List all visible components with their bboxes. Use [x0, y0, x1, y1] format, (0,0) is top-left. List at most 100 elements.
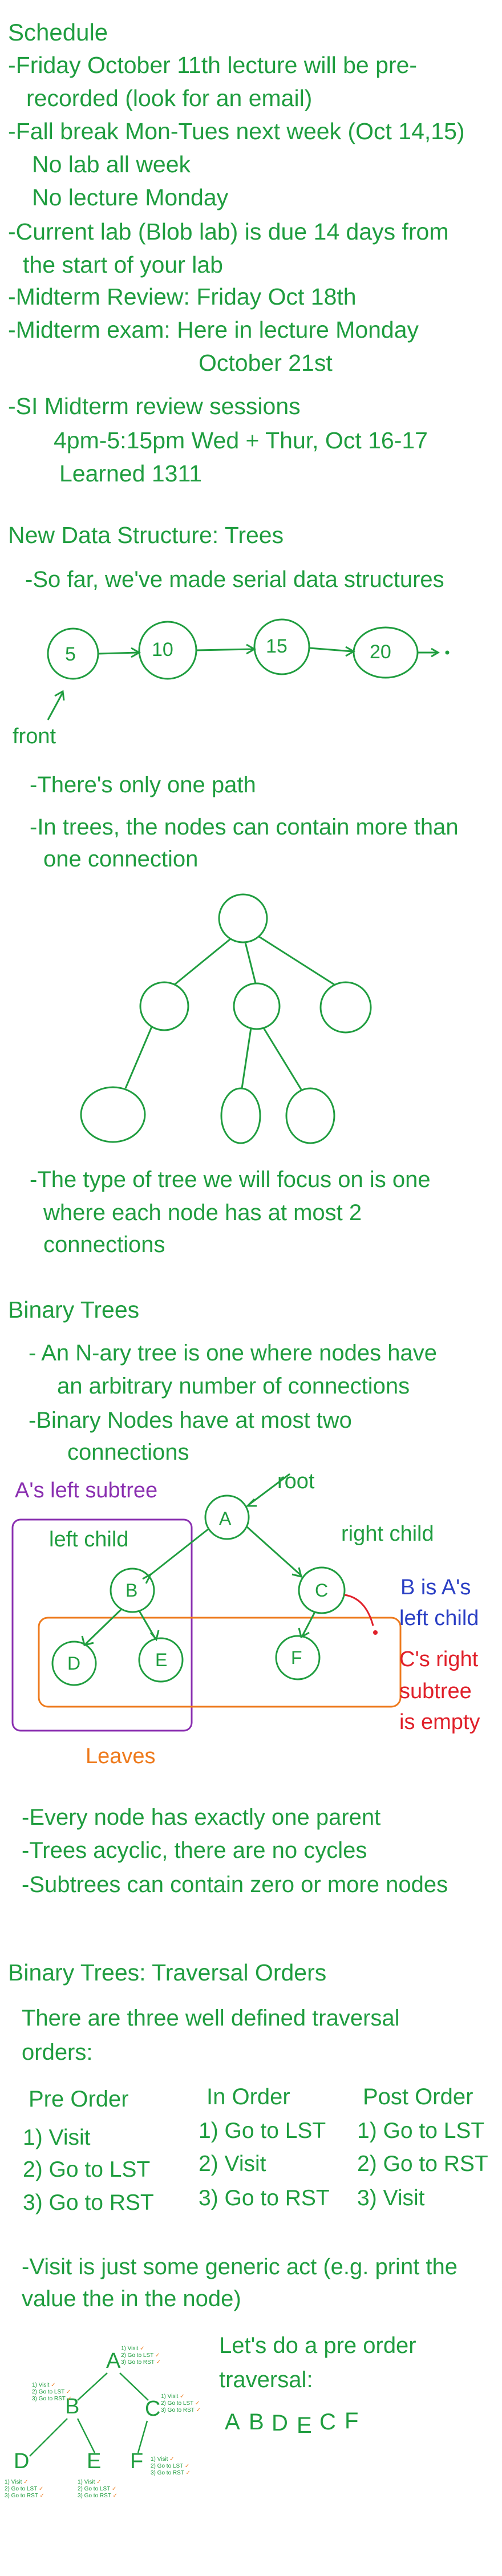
right-child-label: right child: [341, 1522, 434, 1546]
schedule-line: the start of your lab: [23, 252, 223, 278]
mini-node-a: A: [106, 2349, 121, 2373]
column-title: Post Order: [363, 2084, 473, 2109]
c-note: is empty: [399, 1710, 480, 1734]
column-title: Pre Order: [29, 2087, 129, 2112]
schedule-line: No lab all week: [32, 151, 191, 177]
b-note: B is A's: [400, 1575, 471, 1599]
node-c-circle: [298, 1566, 346, 1614]
lets-do-note: traversal:: [219, 2367, 313, 2392]
schedule-line: -SI Midterm review sessions: [8, 393, 301, 419]
schedule-line: No lecture Monday: [32, 184, 229, 210]
binary-bullet: -Binary Nodes have at most two: [29, 1408, 352, 1433]
mini-node-b: B: [65, 2395, 80, 2419]
node-a-label: A: [219, 1508, 232, 1529]
mini-node-d: D: [14, 2449, 30, 2473]
schedule-line: -Fall break Mon-Tues next week (Oct 14,1…: [8, 118, 465, 144]
mini-steps-e: 1) Visit ✓ 2) Go to LST ✓ 3) Go to RST ✓: [78, 2479, 118, 2499]
result-letter: D: [272, 2411, 288, 2436]
front-label: front: [13, 724, 56, 748]
serial-note: -So far, we've made serial data structur…: [25, 567, 444, 592]
column-step: 3) Go to RST: [199, 2186, 330, 2210]
null-dot: [445, 650, 450, 655]
schedule-line: -Friday October 11th lecture will be pre…: [8, 52, 418, 78]
binary-tree-diagram: [11, 1473, 402, 1732]
result-letter: A: [225, 2409, 240, 2435]
list-node-label: 5: [65, 643, 76, 665]
schedule-line: -Midterm exam: Here in lecture Monday: [8, 317, 419, 343]
list-node-label: 20: [370, 641, 391, 663]
left-child-label: left child: [49, 1528, 129, 1552]
tree-fact: -Every node has exactly one parent: [22, 1805, 381, 1830]
column-title: In Order: [207, 2084, 290, 2109]
mini-steps-a: 1) Visit ✓ 2) Go to LST ✓ 3) Go to RST ✓: [121, 2346, 161, 2366]
node-a-circle: [204, 1494, 250, 1540]
schedule-line: 4pm-5:15pm Wed + Thur, Oct 16-17: [54, 427, 428, 453]
node-e-circle: [138, 1637, 184, 1683]
front-arrow: [47, 692, 64, 720]
traversal-intro: orders:: [22, 2040, 93, 2065]
focus-note: where each node has at most 2: [43, 1200, 362, 1225]
c-note: subtree: [399, 1679, 472, 1703]
binary-trees-heading: Binary Trees: [8, 1297, 140, 1323]
tree-bullet: -In trees, the nodes can contain more th…: [30, 815, 459, 840]
visit-note: -Visit is just some generic act (e.g. pr…: [22, 2254, 458, 2279]
node-f-circle: [275, 1635, 321, 1680]
arrow-head: [431, 647, 440, 658]
schedule-line: recorded (look for an email): [26, 85, 313, 111]
arrow-head: [54, 690, 65, 701]
empty-subtree-line: [344, 1594, 374, 1626]
mini-steps-b: 1) Visit ✓ 2) Go to LST ✓ 3) Go to RST ✓: [32, 2382, 72, 2402]
focus-note: -The type of tree we will focus on is on…: [30, 1167, 431, 1192]
mini-node-f: F: [130, 2449, 144, 2473]
column-step: 2) Go to LST: [23, 2157, 151, 2182]
b-note: left child: [399, 1606, 479, 1630]
column-step: 3) Go to RST: [23, 2190, 154, 2215]
result-letter: F: [345, 2408, 359, 2433]
trees-heading: New Data Structure: Trees: [8, 522, 284, 548]
schedule-line: Learned 1311: [59, 460, 203, 487]
result-letter: B: [249, 2409, 264, 2435]
node-e-label: E: [155, 1650, 168, 1670]
result-letter: C: [319, 2409, 336, 2435]
leaves-box: [38, 1617, 402, 1708]
schedule-heading: Schedule: [8, 19, 108, 46]
preorder-tree-diagram: [29, 2372, 149, 2457]
node-f-label: F: [291, 1647, 302, 1668]
mini-node-e: E: [87, 2449, 102, 2473]
result-letter: E: [297, 2413, 312, 2438]
focus-note: connections: [43, 1232, 165, 1257]
column-step: 2) Go to RST: [357, 2152, 488, 2176]
lets-do-note: Let's do a pre order: [219, 2333, 416, 2358]
root-label: root: [277, 1469, 315, 1493]
list-arrow: [98, 651, 139, 655]
arrow-head: [345, 646, 356, 657]
mini-steps-d: 1) Visit ✓ 2) Go to LST ✓ 3) Go to RST ✓: [5, 2479, 44, 2499]
column-step: 1) Visit: [23, 2125, 91, 2150]
node-c-label: C: [315, 1580, 329, 1601]
binary-bullet: - An N-ary tree is one where nodes have: [29, 1340, 437, 1366]
list-arrow: [309, 647, 353, 653]
traversal-heading: Binary Trees: Traversal Orders: [8, 1959, 327, 1986]
tree-bullet: one connection: [43, 846, 199, 872]
column-step: 1) Go to LST: [199, 2119, 326, 2143]
schedule-line: -Midterm Review: Friday Oct 18th: [8, 283, 357, 310]
node-b-label: B: [126, 1580, 138, 1601]
node-d-circle: [51, 1641, 97, 1686]
column-step: 1) Go to LST: [357, 2119, 485, 2143]
arrow-head: [246, 643, 257, 655]
mini-steps-f: 1) Visit ✓ 2) Go to LST ✓ 3) Go to RST ✓: [151, 2456, 191, 2476]
column-step: 3) Visit: [357, 2186, 425, 2210]
arrow-head: [131, 647, 141, 658]
mini-steps-c: 1) Visit ✓ 2) Go to LST ✓ 3) Go to RST ✓: [161, 2393, 201, 2413]
left-subtree-box: [11, 1518, 193, 1732]
node-d-label: D: [67, 1653, 81, 1674]
linked-list-diagram: [47, 618, 450, 720]
list-node: [253, 618, 310, 675]
tree-fact: -Trees acyclic, there are no cycles: [22, 1838, 367, 1863]
leaves-label: Leaves: [86, 1744, 156, 1768]
schedule-line: -Current lab (Blob lab) is due 14 days f…: [8, 218, 449, 245]
c-note: C's right: [399, 1647, 479, 1671]
binary-bullet: an arbitrary number of connections: [57, 1374, 410, 1399]
empty-subtree-dot: [373, 1630, 378, 1635]
